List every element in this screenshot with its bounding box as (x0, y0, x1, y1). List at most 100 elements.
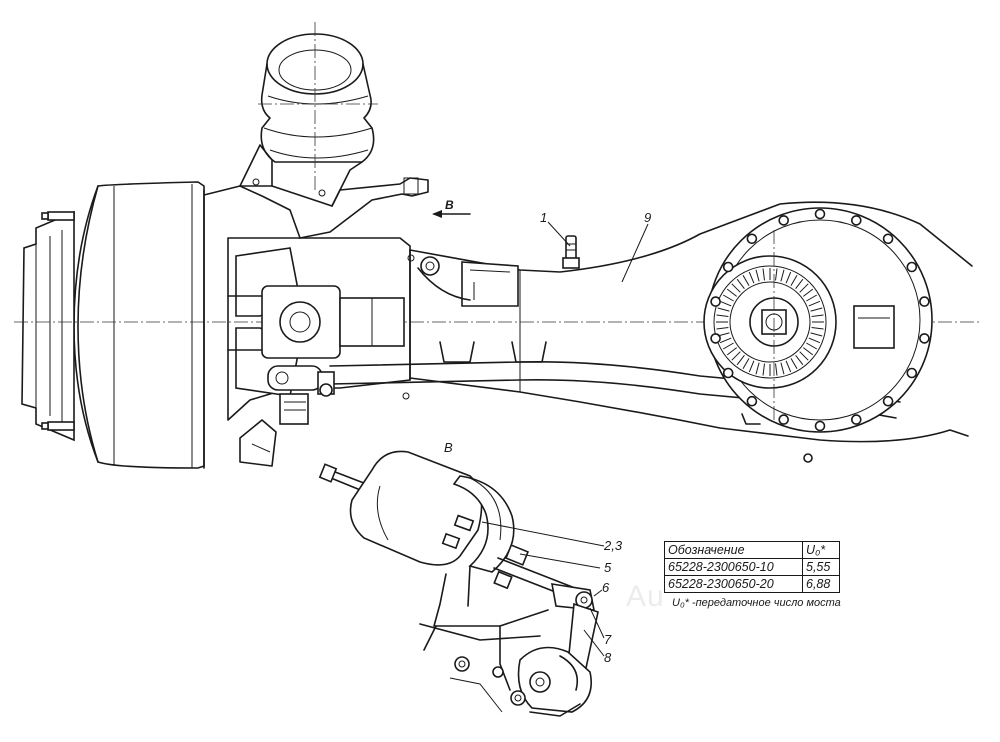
spline-tooth (790, 274, 798, 286)
spline-tooth (731, 351, 741, 361)
leader-7 (589, 607, 605, 639)
cover-bolt (850, 414, 862, 425)
cover-bolt (746, 233, 758, 245)
flange-splines (716, 268, 824, 376)
steering-knuckle (203, 189, 411, 469)
spline-tooth (802, 347, 814, 356)
table-row: 65228-2300650-10 5,55 (664, 558, 840, 576)
spline-tooth (811, 314, 824, 317)
spline-tooth (722, 294, 734, 302)
spline-tooth (762, 363, 765, 376)
spline-tooth (719, 337, 732, 344)
spline-tooth (736, 278, 745, 290)
air-spring (199, 22, 429, 239)
gear-ratio-table: Обозначение U₀* 65228-2300650-10 5,55 65… (664, 541, 840, 593)
row-designation: 65228-2300650-10 (664, 558, 803, 576)
view-arrow-label: В (445, 198, 454, 212)
cover-bolt (778, 215, 790, 226)
leader-2-3 (481, 521, 605, 547)
spline-tooth (780, 269, 785, 282)
cover-bolt (722, 261, 734, 273)
spline-tooth (785, 360, 792, 373)
spline-tooth (717, 332, 730, 337)
spline-tooth (780, 362, 785, 375)
spline-tooth (790, 358, 798, 370)
spline-tooth (716, 327, 729, 330)
spline-tooth (726, 288, 738, 297)
callout-9: 9 (644, 210, 651, 225)
spline-tooth (810, 307, 823, 312)
header-designation: Обозначение (664, 541, 803, 559)
spline-tooth (755, 269, 760, 282)
spline-tooth (762, 268, 765, 281)
spline-tooth (722, 342, 734, 350)
spline-tooth (808, 337, 821, 344)
cover-bolt (882, 233, 894, 245)
spline-tooth (811, 327, 824, 330)
spline-tooth (717, 307, 730, 312)
leader-1 (547, 221, 571, 247)
cover-bolt (919, 296, 930, 307)
breather (562, 235, 580, 269)
spline-tooth (808, 300, 821, 307)
table-row: 65228-2300650-20 6,88 (664, 575, 840, 593)
spline-tooth (742, 358, 750, 370)
tie-rod (267, 360, 901, 425)
cover-bolt (814, 208, 826, 220)
watermark: Au (626, 580, 665, 613)
wheel-stud (41, 211, 75, 221)
table-footnote: U₀* -передаточное число моста (672, 597, 841, 609)
spline-tooth (806, 342, 818, 350)
leader-5 (519, 553, 601, 569)
spline-tooth (736, 354, 745, 366)
spline-tooth (799, 351, 809, 361)
row-ratio: 6,88 (802, 575, 840, 593)
spline-tooth (755, 362, 760, 375)
callout-8: 8 (604, 650, 612, 665)
spline-tooth (716, 314, 729, 317)
cover-bolt (906, 367, 918, 379)
spline-tooth (799, 283, 809, 293)
spline-tooth (810, 332, 823, 337)
table-header-row: Обозначение U₀* (664, 541, 840, 559)
callout-7: 7 (604, 632, 612, 647)
spline-tooth (731, 283, 741, 293)
cover-bolt (850, 215, 862, 226)
spline-tooth (748, 271, 755, 284)
row-ratio: 5,55 (802, 558, 840, 576)
spline-tooth (795, 354, 804, 366)
cover-bolt (882, 395, 894, 407)
row-designation: 65228-2300650-20 (664, 575, 803, 593)
leader-8 (583, 629, 605, 657)
view-arrow: В (432, 198, 471, 218)
brake-chamber-detail (318, 450, 599, 717)
callout-6: 6 (602, 580, 610, 595)
spline-tooth (775, 363, 778, 376)
leader-9 (621, 223, 649, 283)
leader-6 (593, 589, 603, 597)
spline-tooth (806, 294, 818, 302)
cover-bolt (814, 420, 826, 432)
cover-bolt (919, 333, 930, 344)
final-drive-housing (703, 207, 933, 463)
spline-tooth (719, 300, 732, 307)
spline-tooth (802, 288, 814, 297)
header-ratio: U₀* (802, 541, 840, 559)
callout-2-3: 2,3 (603, 538, 623, 553)
cover-bolt (906, 261, 918, 273)
cover-bolt (746, 395, 758, 407)
brake-drum-hub (21, 181, 205, 469)
detail-view-label: В (444, 440, 453, 455)
cover-bolts (710, 208, 930, 432)
cover-bolt (710, 296, 721, 307)
spline-tooth (795, 278, 804, 290)
spline-tooth (748, 360, 755, 373)
spline-tooth (726, 347, 738, 356)
cover-bolt (778, 414, 790, 425)
spline-tooth (742, 274, 750, 286)
callout-1: 1 (540, 210, 547, 225)
callout-5: 5 (604, 560, 612, 575)
wheel-stud (41, 421, 75, 431)
axle-housing-beam (402, 201, 973, 443)
